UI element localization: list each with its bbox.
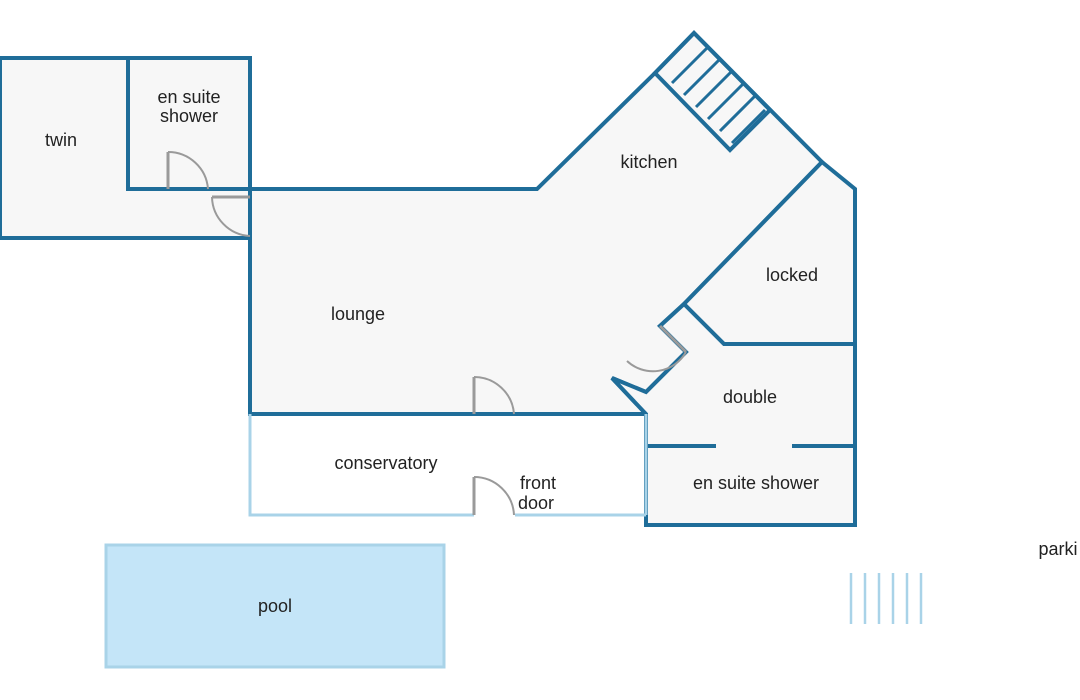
label-front-door-1: front [520,473,556,493]
ensuite-top-room [126,56,252,191]
door-ensuite-top [166,150,209,190]
label-ensuite-top-2: shower [160,106,218,126]
label-front-door-2: door [518,493,554,513]
label-lounge: lounge [331,304,385,324]
label-locked: locked [766,265,818,285]
label-ensuite-top-1: en suite [157,87,220,107]
pool [104,543,446,669]
label-pool: pool [258,596,292,616]
door-double [626,324,688,373]
door-twin-lounge [211,195,251,237]
conservatory-room [248,414,646,517]
door-lounge-conservatory [472,375,515,415]
label-parking: parki [1038,539,1077,559]
label-kitchen: kitchen [620,152,677,172]
label-ensuite-bottom: en suite shower [693,473,819,493]
parking-marks [849,573,923,624]
front-door [472,475,515,516]
label-twin: twin [45,130,77,150]
staircase [652,30,773,153]
label-double: double [723,387,777,407]
label-conservatory: conservatory [334,453,437,473]
